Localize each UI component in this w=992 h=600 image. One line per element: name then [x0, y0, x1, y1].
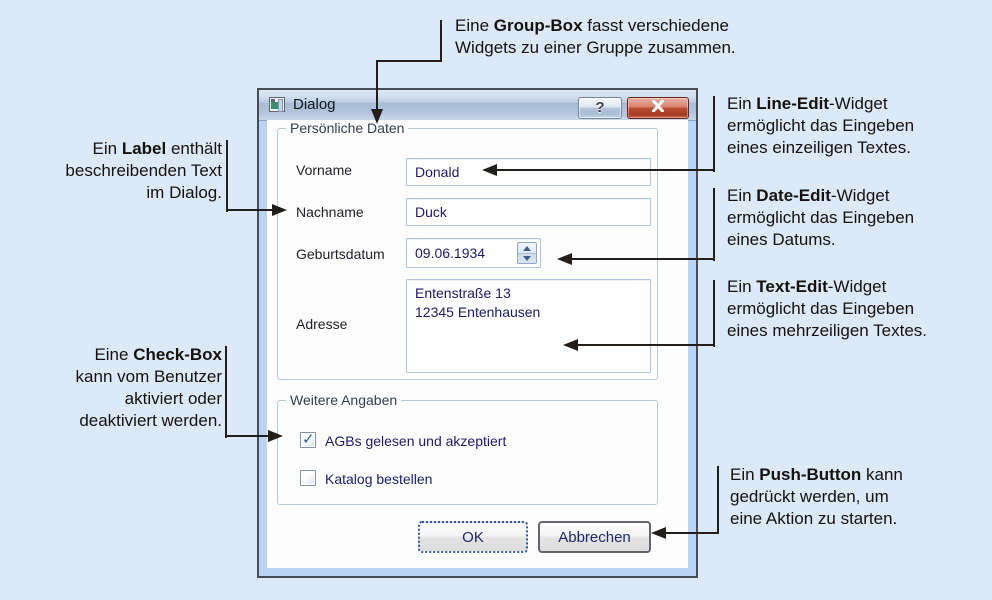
- close-icon: [652, 99, 664, 113]
- annotation-line: Eine Group-Box fasst verschiedene: [455, 16, 729, 35]
- checkbox-row-katalog: Katalog bestellen: [300, 470, 600, 488]
- annotation-line: deaktiviert werden.: [79, 411, 222, 430]
- connector-textedit-horizontal: [577, 344, 715, 346]
- groupbox-title: Weitere Angaben: [286, 392, 402, 408]
- date-spinbox: [517, 242, 537, 264]
- connector-pushbutton-bracket: [717, 466, 719, 534]
- arrowhead-right-icon: [268, 430, 283, 442]
- dialog-titlebar[interactable]: Dialog ?: [259, 90, 696, 121]
- dialog-window: Dialog ? Persönliche Daten Vorname Nachn…: [257, 88, 698, 578]
- connector-label-horizontal: [226, 209, 272, 211]
- annotation-line: gedrückt werden, um: [730, 487, 889, 506]
- annotation-check-box: Eine Check-Box kann vom Benutzer aktivie…: [20, 344, 222, 432]
- ok-button[interactable]: OK: [418, 521, 528, 553]
- annotation-line: beschreibenden Text: [65, 161, 222, 180]
- annotation-line: eine Aktion zu starten.: [730, 509, 898, 528]
- arrowhead-left-icon: [563, 339, 578, 351]
- close-button[interactable]: [627, 97, 689, 119]
- geburtsdatum-input[interactable]: [407, 239, 515, 267]
- connector-label-bracket: [226, 140, 228, 212]
- arrowhead-left-icon: [651, 527, 666, 539]
- annotation-line: Ein Text-Edit-Widget: [727, 277, 887, 296]
- label-geburtsdatum: Geburtsdatum: [296, 246, 385, 262]
- vorname-input[interactable]: [406, 158, 651, 186]
- connector-checkbox-horizontal: [225, 435, 269, 437]
- annotation-line: ermöglicht das Eingeben: [727, 299, 915, 318]
- connector-dateedit-bracket: [713, 188, 715, 261]
- annotation-line: eines einzeiligen Textes.: [727, 138, 911, 157]
- groupbox-weitere-angaben: Weitere Angaben ✓ AGBs gelesen und akzep…: [277, 392, 658, 505]
- connector-pushbutton-horizontal: [665, 532, 719, 534]
- arrowhead-down-icon: [371, 109, 383, 124]
- check-icon: ✓: [302, 430, 315, 448]
- spin-up-icon: [523, 245, 531, 251]
- connector-lineedit-bracket: [713, 96, 715, 172]
- connector-textedit-bracket: [713, 280, 715, 347]
- annotation-line-edit: Ein Line-Edit-Widget ermöglicht das Eing…: [727, 93, 914, 159]
- annotation-line: Ein Push-Button kann: [730, 465, 903, 484]
- agb-checkbox-label: AGBs gelesen und akzeptiert: [325, 433, 507, 449]
- spin-up-button[interactable]: [518, 243, 536, 253]
- katalog-checkbox-label: Katalog bestellen: [325, 471, 433, 487]
- annotation-line: kann vom Benutzer: [75, 367, 222, 386]
- annotation-line: Ein Label enthält: [92, 139, 222, 158]
- annotation-line: eines Datums.: [727, 230, 836, 249]
- groupbox-persoenliche-daten: Persönliche Daten Vorname Nachname Gebur…: [277, 120, 658, 380]
- geburtsdatum-date-edit: [406, 238, 541, 268]
- annotation-label: Ein Label enthält beschreibenden Text im…: [20, 138, 222, 204]
- annotation-line: aktiviert oder: [124, 389, 222, 408]
- annotation-group-box: Eine Group-Box fasst verschiedene Widget…: [455, 15, 736, 59]
- annotation-line: im Dialog.: [146, 183, 222, 202]
- katalog-checkbox[interactable]: [300, 470, 316, 486]
- dialog-window-icon: [269, 97, 285, 112]
- connector-dateedit-horizontal: [571, 258, 715, 260]
- spin-down-button[interactable]: [518, 253, 536, 263]
- annotation-push-button: Ein Push-Button kann gedrückt werden, um…: [730, 464, 903, 530]
- annotation-text-edit: Ein Text-Edit-Widget ermöglicht das Eing…: [727, 276, 927, 342]
- question-mark-icon: ?: [595, 99, 605, 116]
- help-button[interactable]: ?: [578, 97, 622, 119]
- connector-groupbox-horizontal: [376, 60, 442, 62]
- annotation-line: Ein Line-Edit-Widget: [727, 94, 888, 113]
- agb-checkbox[interactable]: ✓: [300, 430, 316, 448]
- connector-groupbox-vertical: [376, 60, 378, 110]
- groupbox-title: Persönliche Daten: [286, 120, 409, 136]
- label-nachname: Nachname: [296, 204, 364, 220]
- connector-lineedit-horizontal: [496, 169, 715, 171]
- connector-checkbox-bracket: [225, 346, 227, 438]
- arrowhead-left-icon: [557, 253, 572, 265]
- annotation-line: Widgets zu einer Gruppe zusammen.: [455, 38, 736, 57]
- connector-groupbox-bracket: [440, 20, 442, 62]
- annotation-line: Ein Date-Edit-Widget: [727, 186, 890, 205]
- annotation-line: eines mehrzeiligen Textes.: [727, 321, 928, 340]
- annotation-line: ermöglicht das Eingeben: [727, 116, 915, 135]
- arrowhead-right-icon: [272, 204, 287, 216]
- checkbox-row-agb: ✓ AGBs gelesen und akzeptiert: [300, 430, 600, 450]
- label-adresse: Adresse: [296, 316, 348, 332]
- annotation-line: Eine Check-Box: [94, 345, 222, 364]
- annotation-line: ermöglicht das Eingeben: [727, 208, 915, 227]
- spin-down-icon: [523, 256, 531, 261]
- dialog-title: Dialog: [293, 96, 336, 113]
- label-vorname: Vorname: [296, 162, 353, 178]
- adresse-textarea[interactable]: Entenstraße 13 12345 Entenhausen: [406, 279, 651, 373]
- arrowhead-left-icon: [482, 164, 497, 176]
- nachname-input[interactable]: [406, 198, 651, 226]
- annotation-date-edit: Ein Date-Edit-Widget ermöglicht das Eing…: [727, 185, 914, 251]
- cancel-button[interactable]: Abbrechen: [538, 521, 651, 553]
